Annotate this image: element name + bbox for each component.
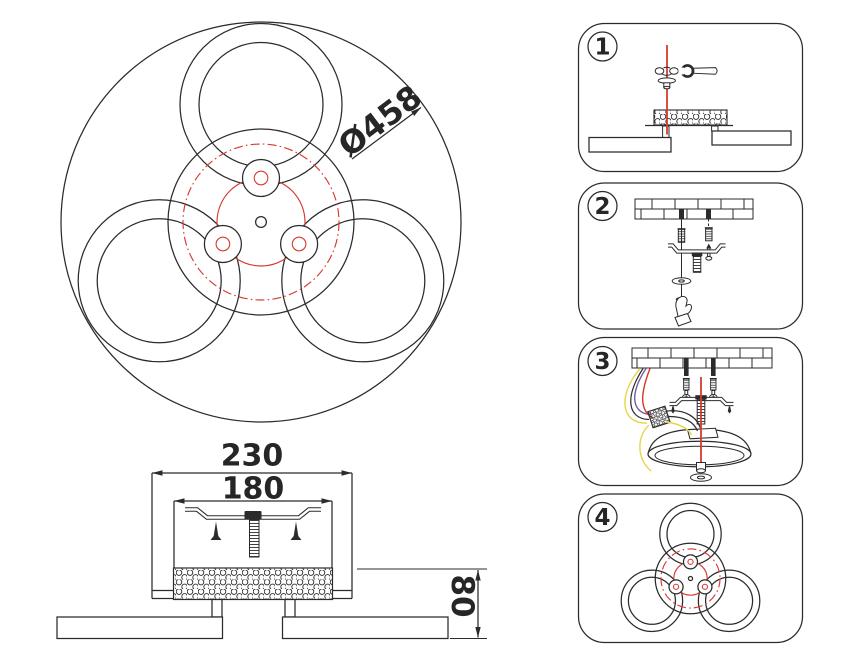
width-230-label: 230 [221, 439, 284, 474]
panel-border [577, 493, 804, 644]
step-number: 2 [594, 194, 610, 220]
step-badge: 2 [587, 190, 618, 222]
finial-wing-nut [690, 462, 712, 482]
bracket-bolt [244, 511, 262, 558]
canopy [647, 428, 752, 468]
ring-profile-left [588, 136, 672, 153]
fixture-top-view-mini [620, 503, 761, 632]
wall-anchor-left [677, 228, 686, 243]
terminal-block [647, 405, 671, 429]
mounting-bracket [668, 243, 726, 254]
cable-slot [686, 427, 719, 440]
width-dimension-230: 230 [152, 439, 352, 476]
step-panel-1: 1 [577, 22, 804, 173]
step-panel-3: 3 [577, 336, 804, 487]
bracket-bolt [691, 252, 703, 273]
wrench-icon [678, 64, 718, 78]
ring-legs [211, 598, 296, 618]
side-view: 230 180 [56, 439, 487, 640]
anchor-screw-left [682, 377, 691, 400]
housing-outline [151, 473, 353, 600]
panel-border [577, 336, 804, 487]
height-80-label: 80 [444, 574, 480, 617]
anchor-screw-right [709, 377, 718, 400]
wing-nut-icon [654, 66, 679, 76]
step-number: 3 [594, 349, 610, 375]
drill-hole-right [706, 209, 711, 219]
step-number: 4 [594, 505, 610, 531]
top-view: Ø458 [60, 21, 462, 423]
wall-anchor-right [704, 227, 713, 242]
hand-icon [674, 295, 693, 327]
step-badge: 4 [587, 501, 618, 533]
step-badge: 3 [587, 345, 618, 377]
width-dimension-180: 180 [174, 472, 332, 507]
outer-diameter-circle [60, 21, 462, 423]
height-dimension-80: 80 [357, 568, 487, 639]
ring-leg-left [662, 125, 670, 138]
brick-ceiling [631, 347, 773, 369]
step-panel-4: 4 [577, 493, 804, 644]
wires-supply [624, 368, 654, 424]
ceiling-screw-right [711, 358, 716, 376]
step-number: 1 [594, 35, 610, 61]
step-panel-2: 2 [577, 182, 804, 330]
led-driver-band [172, 567, 334, 601]
step-badge: 1 [587, 31, 618, 62]
ring-profiles [56, 616, 449, 640]
ring-profile-right [711, 130, 792, 146]
brick-ceiling [634, 198, 754, 220]
driver-box [653, 109, 728, 126]
panel-border [577, 182, 804, 330]
panel-border [577, 22, 804, 173]
fixing-pins [210, 521, 302, 540]
washer-icon [671, 277, 692, 285]
diameter-label: Ø458 [331, 78, 429, 165]
ceiling-screw-left [684, 358, 689, 376]
drill-hole-left [679, 209, 684, 219]
diameter-dimension: Ø458 [331, 78, 429, 165]
washer-icon [657, 77, 676, 90]
wires-to-canopy [639, 410, 702, 472]
ring-leg-right [711, 125, 719, 132]
